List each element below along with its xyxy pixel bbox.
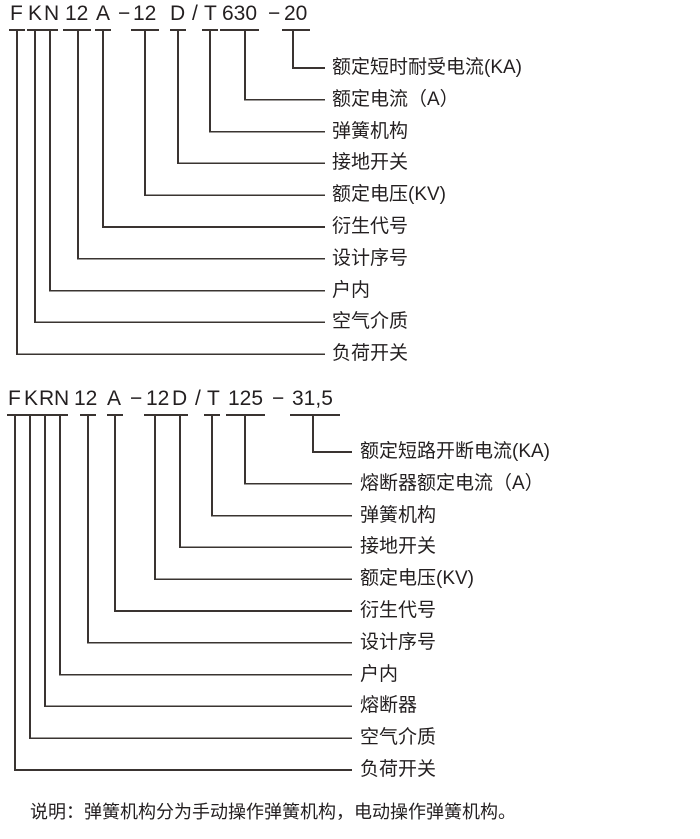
- model-code-segment: F: [10, 2, 23, 25]
- leader-line: [14, 415, 352, 771]
- model-code-segment: /: [192, 2, 198, 25]
- leader-label: 负荷开关: [360, 759, 437, 780]
- model-code-segment: −: [130, 387, 143, 410]
- model-code-segment: 12: [65, 2, 89, 25]
- leader-label: 额定电流（A）: [332, 88, 459, 110]
- model-code-segment: K: [28, 2, 43, 25]
- model-code-segment: K: [24, 387, 39, 410]
- leader-label: 户内: [332, 279, 371, 301]
- leader-line: [144, 30, 325, 196]
- leader-line: [211, 415, 352, 517]
- leader-line: [16, 30, 325, 356]
- leader-line: [209, 30, 325, 133]
- leader-label: 弹簧机构: [332, 120, 409, 142]
- model-code-segment: R: [39, 387, 55, 410]
- leader-label: 熔断器额定电流（A）: [360, 472, 544, 494]
- model-code-segment: −: [118, 2, 131, 25]
- model-code-segment: A: [107, 387, 122, 410]
- model-code-segment: T: [207, 387, 220, 410]
- leader-lines-fkn: [9, 29, 325, 356]
- leader-line: [312, 415, 352, 453]
- leader-line: [34, 30, 325, 324]
- leader-label: 空气介质: [332, 311, 409, 333]
- leader-label: 接地开关: [332, 152, 409, 174]
- model-code-segment: −: [268, 2, 281, 25]
- model-code-segment: 125: [228, 387, 264, 410]
- leader-label: 额定电压(KV): [332, 184, 447, 206]
- leader-line: [77, 30, 325, 260]
- leader-label: 衍生代号: [332, 216, 409, 237]
- leader-label: 熔断器: [360, 695, 418, 717]
- leader-label: 设计序号: [332, 247, 409, 269]
- model-code-segment: /: [195, 387, 201, 410]
- model-code-segment: 12: [74, 387, 98, 410]
- model-code-segment: 12: [133, 2, 157, 25]
- leader-line: [177, 30, 325, 165]
- leader-line: [87, 415, 352, 644]
- model-code-segment: F: [8, 387, 21, 410]
- model-code-segment: A: [96, 2, 111, 25]
- leader-label: 接地开关: [360, 536, 437, 558]
- leader-line: [44, 415, 352, 708]
- leader-label: 户内: [360, 663, 399, 685]
- model-code-segment: D: [170, 2, 186, 25]
- leader-label: 衍生代号: [360, 600, 437, 621]
- model-code-segment: 31,5: [292, 387, 333, 410]
- leader-line: [114, 415, 352, 612]
- model-code-segment: 630: [222, 2, 258, 25]
- leader-line: [102, 30, 325, 228]
- model-code-segment: D: [172, 387, 188, 410]
- model-code-segment: −: [272, 387, 285, 410]
- model-code-segment: 12: [146, 387, 170, 410]
- model-code-segment: N: [44, 2, 60, 25]
- model-code-segment: T: [204, 2, 217, 25]
- leader-line: [49, 30, 325, 292]
- leader-label: 负荷开关: [332, 343, 409, 365]
- leader-line: [154, 415, 352, 580]
- leader-label: 额定短时耐受电流(KA): [332, 57, 523, 78]
- model-code-segment: N: [54, 387, 70, 410]
- leader-line: [292, 30, 325, 69]
- model-code-segment: 20: [284, 2, 308, 25]
- leader-line: [179, 415, 352, 549]
- leader-line: [244, 415, 352, 485]
- footnote-text: 说明：弹簧机构分为手动操作弹簧机构，电动操作弹簧机构。: [30, 802, 516, 822]
- leader-line: [244, 30, 325, 101]
- leader-lines-fkrn: [7, 414, 352, 771]
- leader-label: 额定短路开断电流(KA): [360, 441, 551, 462]
- leader-line: [29, 415, 352, 740]
- leader-label: 弹簧机构: [360, 504, 437, 526]
- leader-line: [59, 415, 352, 676]
- leader-label: 设计序号: [360, 631, 437, 653]
- leader-label: 额定电压(KV): [360, 568, 475, 590]
- leader-label: 空气介质: [360, 727, 437, 749]
